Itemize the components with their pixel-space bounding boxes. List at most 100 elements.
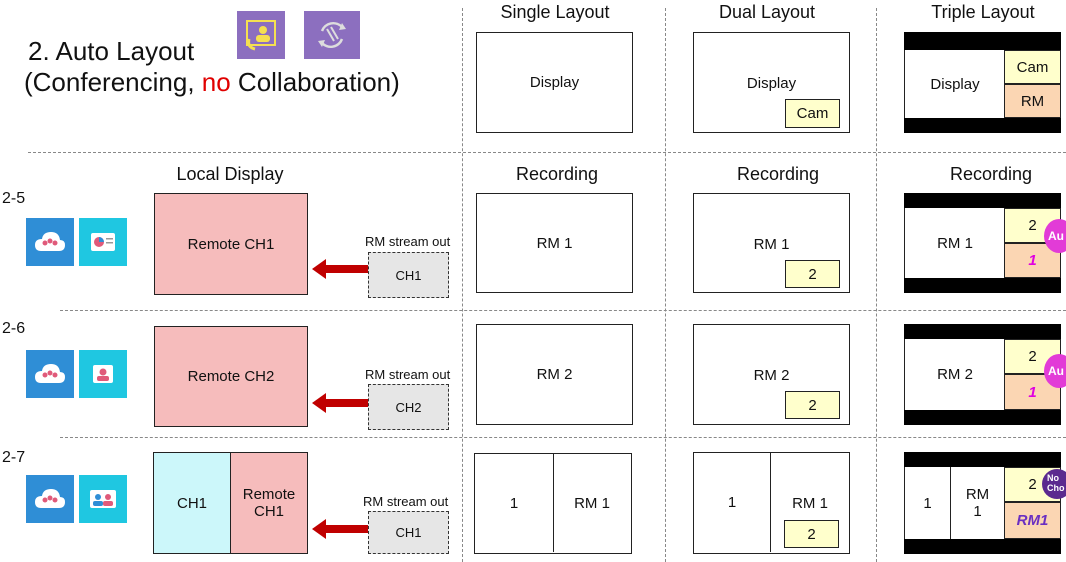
cloud-people-icon	[26, 475, 74, 523]
local-display-2-7-left: CH1	[153, 452, 231, 554]
header-recording-triple: Recording	[949, 164, 1033, 184]
triple-display-cell: Display	[904, 50, 1005, 118]
triple-rm-label: RM	[1020, 92, 1045, 110]
rm-stream-box-label-2-6: CH2	[395, 399, 422, 415]
dual-cam-pip: Cam	[785, 99, 840, 128]
triple-recording-2-5: RM 1 2 1 Au	[904, 193, 1066, 293]
auto-bubble-2-5: Au	[1044, 219, 1066, 253]
single-recording-label-2-5: RM 1	[536, 234, 573, 252]
auto-bubble-label-2-5: Au	[1048, 229, 1064, 243]
dual-pip-label-2-6: 2	[808, 396, 817, 414]
local-label-2-5: Remote CH1	[187, 235, 275, 253]
sync-arrows-icon	[304, 11, 360, 59]
title-line-2-a: (Conferencing,	[24, 67, 202, 98]
triple-recording-2-6: RM 2 2 1 Au	[904, 324, 1066, 425]
dual-recording-2-7: 1 RM 1 2	[693, 452, 850, 554]
dual-left-label-2-7: 1	[727, 494, 737, 511]
divider-h1	[28, 152, 1066, 153]
triple-bottom-bar-2-5	[904, 278, 1061, 293]
presentation-icon	[79, 218, 127, 266]
single-display-label: Display	[529, 74, 580, 91]
triple-left-label-2-7: 1	[923, 494, 932, 512]
title-line-1: 2. Auto Layout	[28, 36, 195, 66]
header-local-display: Local Display	[176, 164, 284, 184]
cloud-people-icon	[26, 218, 74, 266]
dual-right-label-2-7: RM 1	[792, 495, 828, 512]
rm-stream-box-2-7: CH1	[368, 511, 449, 554]
dual-person-card-icon	[79, 475, 127, 523]
single-recording-label-2-6: RM 2	[536, 366, 573, 383]
single-right-label-2-7: RM 1	[574, 494, 610, 512]
header-dual-layout: Dual Layout	[718, 2, 816, 22]
rm-stream-box-label-2-7: CH1	[395, 525, 422, 540]
triple-bottom-cell-2-7: RM1	[1004, 502, 1061, 539]
triple-rm-cell: RM	[1004, 84, 1061, 118]
title-line-2: (Conferencing, no Collaboration)	[24, 67, 400, 98]
dual-cam-label: Cam	[796, 105, 829, 122]
page-title: 2. Auto Layout (Conferencing, no Collabo…	[24, 36, 400, 98]
triple-display-label: Display	[930, 75, 980, 93]
no-choice-bubble-label-2-7: No Cho	[1047, 473, 1065, 493]
dual-pip-label-2-7: 2	[807, 525, 816, 543]
triple-left-2-7: 1	[904, 467, 951, 539]
rm-stream-box-label-2-5: CH1	[395, 267, 422, 283]
triple-mid-label-2-7: RM 1	[965, 486, 990, 520]
triple-bottom-label-2-6: 1	[1028, 383, 1037, 401]
triple-recording-2-7: 1 RM 1 2 RM1 No Cho	[904, 452, 1066, 554]
local-display-2-7-right: Remote CH1	[230, 452, 308, 554]
header-recording-single: Recording	[515, 164, 599, 184]
dual-recording-2-5: RM 1 2	[693, 193, 850, 293]
header-recording-dual: Recording	[736, 164, 820, 184]
triple-main-2-5: RM 1	[904, 208, 1005, 278]
row-label-2-7: 2-7	[2, 449, 26, 466]
rm-stream-box-2-5: CH1	[368, 252, 449, 298]
single-left-2-7: 1	[475, 454, 554, 552]
triple-main-2-6: RM 2	[904, 339, 1005, 410]
dual-pip-2-7: 2	[784, 520, 839, 548]
left-arrow-icon	[312, 259, 368, 279]
rm-stream-label-2-5: RM stream out	[365, 234, 451, 249]
rm-stream-label-2-6: RM stream out	[365, 367, 451, 382]
single-left-label-2-7: 1	[509, 494, 519, 512]
header-triple-layout: Triple Layout	[931, 2, 1035, 22]
person-card-icon	[79, 350, 127, 398]
triple-top-bar-2-5	[904, 193, 1061, 208]
dual-left-2-7: 1	[694, 453, 771, 552]
dual-layout-display: Display Cam	[693, 32, 850, 133]
dual-display-label: Display	[746, 75, 797, 92]
local-display-2-5: Remote CH1	[154, 193, 308, 295]
local-display-2-6: Remote CH2	[154, 326, 308, 427]
title-no-word: no	[201, 67, 231, 98]
single-recording-2-7: 1 RM 1	[474, 453, 632, 554]
dual-main-label-2-6: RM 2	[753, 367, 790, 384]
triple-bottom-bar-2-7	[904, 539, 1061, 554]
triple-mid-2-7: RM 1	[951, 467, 1004, 539]
header-single-layout: Single Layout	[500, 2, 610, 22]
dual-recording-2-6: RM 2 2	[693, 324, 850, 425]
triple-top-label-2-6: 2	[1028, 348, 1037, 365]
triple-main-label-2-5: RM 1	[937, 234, 973, 252]
triple-top-label-2-5: 2	[1028, 217, 1037, 234]
auto-bubble-2-6: Au	[1044, 354, 1066, 388]
triple-bottom-bar-2-6	[904, 410, 1061, 425]
single-recording-2-6: RM 2	[476, 324, 633, 425]
triple-bottom-label-2-5: 1	[1028, 252, 1037, 269]
rm-stream-label-2-7: RM stream out	[363, 494, 449, 509]
divider-v1	[462, 8, 463, 562]
left-arrow-icon	[312, 393, 368, 413]
cloud-people-icon	[26, 350, 74, 398]
triple-cam-cell: Cam	[1004, 50, 1061, 84]
single-layout-display: Display	[476, 32, 633, 133]
triple-top-label-2-7: 2	[1028, 476, 1037, 493]
triple-layout-display: Display Cam RM	[904, 32, 1061, 133]
row-label-2-5: 2-5	[2, 190, 26, 207]
triple-top-bar-2-6	[904, 324, 1061, 339]
triple-top-bar	[904, 32, 1061, 50]
dual-pip-2-5: 2	[785, 260, 840, 288]
dual-pip-label-2-5: 2	[808, 265, 817, 283]
triple-cam-label: Cam	[1016, 58, 1049, 76]
divider-v2	[665, 8, 666, 562]
triple-main-label-2-6: RM 2	[937, 366, 973, 383]
local-label-2-6: Remote CH2	[187, 368, 275, 385]
triple-top-bar-2-7	[904, 452, 1061, 467]
